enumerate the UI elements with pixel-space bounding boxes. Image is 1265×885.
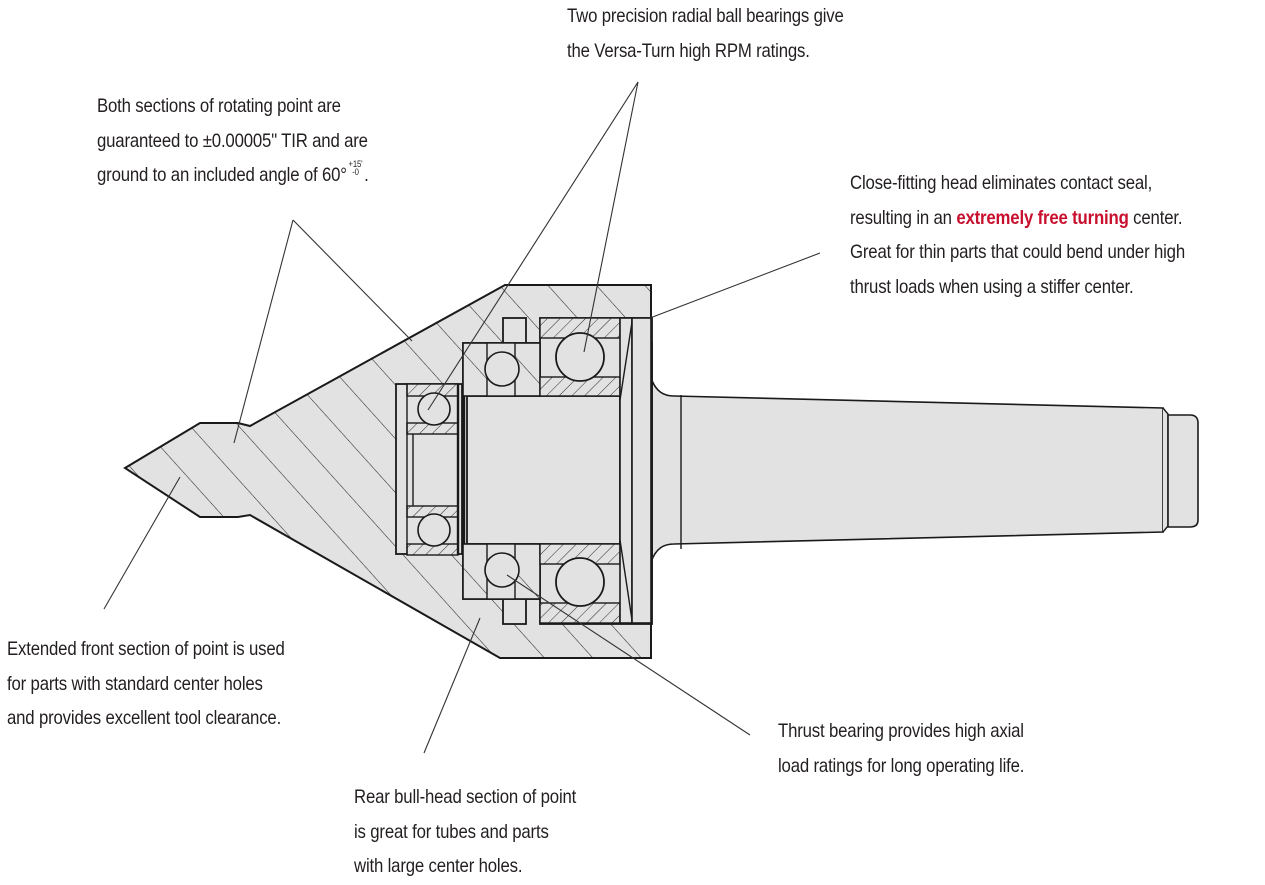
angle-suffix: . (364, 164, 369, 186)
callout-rear-section: Rear bull-head section of point is great… (354, 780, 576, 884)
callout-tolerance-line-1: Both sections of rotating point are (97, 95, 341, 117)
callout-front-line-1: Extended front section of point is used (7, 638, 285, 660)
tolerance-plus: +15' (348, 159, 363, 169)
highlight-free-turning: extremely free turning (956, 206, 1129, 229)
callout-rear-line-3: with large center holes. (354, 855, 523, 877)
callout-front-line-3: and provides excellent tool clearance. (7, 707, 282, 729)
leader-tolerance-rear (292, 219, 413, 342)
callout-thrust-bearing: Thrust bearing provides high axial load … (778, 714, 1024, 783)
head-line-2-suffix: center. (1128, 206, 1183, 229)
callout-head-line-1: Close-fitting head eliminates contact se… (850, 172, 1153, 194)
leader-rear (423, 617, 481, 754)
leader-bearing-large (583, 81, 639, 353)
callout-tolerance-line-3: ground to an included angle of 60°+15'-0… (97, 158, 369, 193)
callout-rear-line-1: Rear bull-head section of point (354, 786, 577, 808)
leader-head (649, 252, 821, 319)
leader-bearing-small (427, 81, 639, 411)
callout-head-line-3: Great for thin parts that could bend und… (850, 241, 1185, 263)
callout-tolerance-line-2: guaranteed to ±0.00005" TIR and are (97, 129, 368, 152)
callout-bearings-line-2: the Versa-Turn high RPM ratings. (567, 39, 810, 62)
callout-thrust-line-2: load ratings for long operating life. (778, 754, 1025, 777)
callout-tolerance: Both sections of rotating point are guar… (97, 89, 369, 193)
head-line-2-prefix: resulting in an (850, 206, 957, 229)
taper-shank (650, 377, 1199, 563)
angle-text: ground to an included angle of 60° (97, 164, 347, 186)
callout-bearings: Two precision radial ball bearings give … (567, 0, 844, 68)
leader-lines (103, 81, 821, 754)
angle-tolerance: +15'-0 (348, 159, 363, 177)
callout-rear-line-2: is great for tubes and parts (354, 820, 549, 843)
leader-thrust (506, 574, 751, 736)
callout-head: Close-fitting head eliminates contact se… (850, 166, 1185, 304)
callout-thrust-line-1: Thrust bearing provides high axial (778, 720, 1024, 742)
callout-front-section: Extended front section of point is used … (7, 632, 285, 736)
bearing-housing (395, 317, 653, 625)
callout-bearings-line-1: Two precision radial ball bearings give (567, 5, 844, 27)
callout-head-line-2: resulting in an extremely free turning c… (850, 201, 1185, 236)
leader-front (103, 476, 181, 610)
callout-head-line-4: thrust loads when using a stiffer center… (850, 275, 1134, 298)
callout-front-line-2: for parts with standard center holes (7, 672, 263, 695)
leader-tolerance-front (233, 219, 294, 444)
tolerance-minus: -0 (352, 167, 359, 177)
